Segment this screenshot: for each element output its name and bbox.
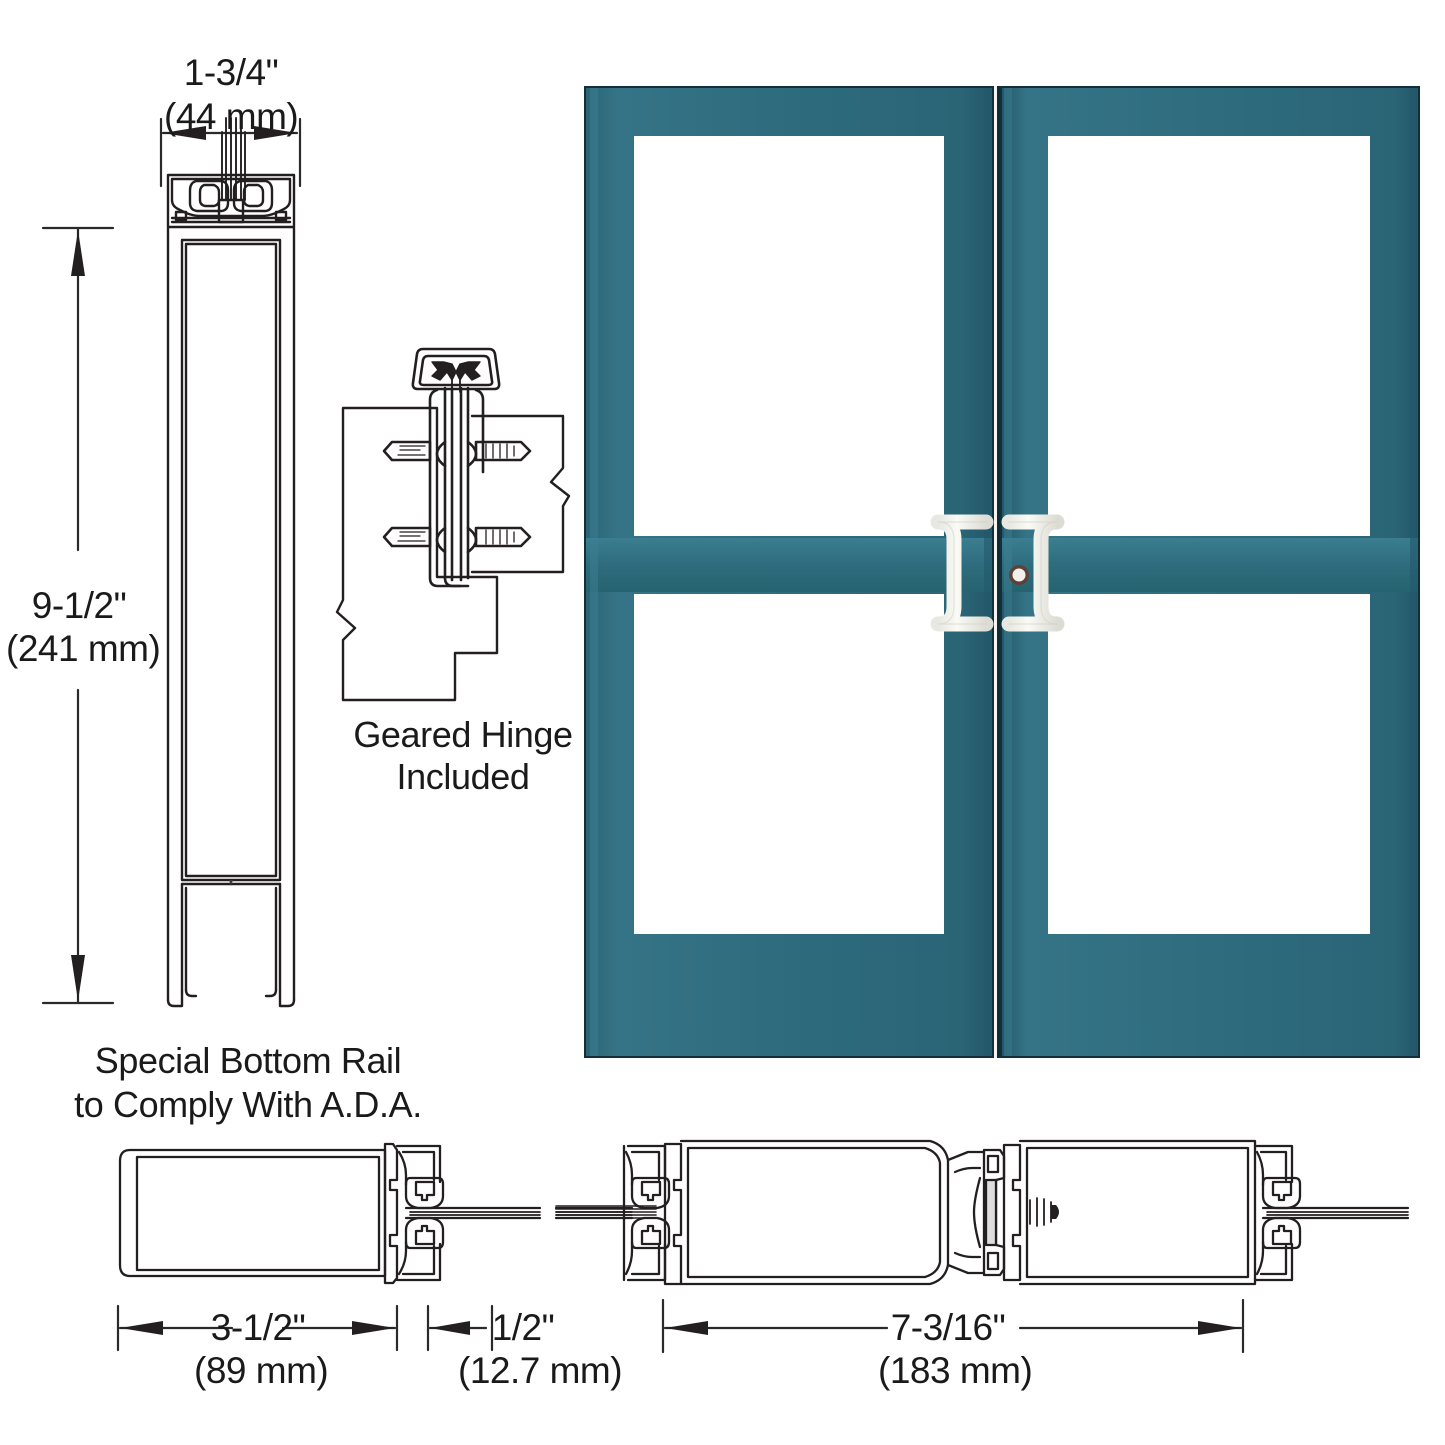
hinge-leaves [428, 386, 485, 588]
glass-pack-left [404, 1206, 542, 1220]
glazing-gasket-upper-right [1261, 1176, 1302, 1210]
ada-note-line1: Special Bottom Rail [94, 1040, 402, 1081]
geared-hinge-drawing [335, 347, 571, 702]
stile-body-profile [166, 226, 296, 1008]
geared-hinge-label-line2: Included [396, 756, 530, 797]
glazing-gasket-lower-right [1261, 1216, 1302, 1250]
width-dimension-arrows [163, 126, 297, 140]
gap-metric: (12.7 mm) [458, 1350, 623, 1391]
lock-screw-detail [1029, 1197, 1059, 1227]
door-leaf-left[interactable] [584, 86, 994, 1058]
meeting-stile-seam [994, 86, 1000, 1058]
height-dimension-arrows [71, 230, 85, 1001]
glass-pack-right [1261, 1206, 1410, 1220]
geared-hinge-label-line1: Geared Hinge [353, 714, 573, 755]
bottom-rail-section-left [118, 1142, 657, 1285]
glazing-fin [221, 117, 246, 201]
glazing-gasket-lower-mid [630, 1216, 671, 1250]
bottom-rail-height-metric: (241 mm) [6, 628, 161, 669]
stile-section-drawing [41, 117, 302, 1008]
pair-stile-section [554, 1139, 1410, 1286]
rail-depth-metric: (89 mm) [194, 1350, 329, 1391]
bottom-rail-height-imperial: 9-1/2" [31, 585, 127, 626]
door-pair-elevation [584, 86, 1420, 1058]
glazing-gasket-upper-mid [630, 1176, 671, 1210]
cylinder-lock[interactable] [1009, 565, 1029, 585]
pull-handle-left[interactable] [930, 514, 994, 632]
bottom-dimension-arrows [120, 1321, 1241, 1335]
glass-pack-mid [554, 1206, 634, 1220]
pair-width-imperial: 7-3/16" [890, 1307, 1006, 1348]
hinge-fastener-upper [382, 440, 532, 462]
stile-width-imperial: 1-3/4" [183, 52, 279, 93]
hinge-gear-head [411, 347, 501, 393]
stile-width-metric: (44 mm) [164, 96, 299, 137]
pull-handle-right[interactable] [1001, 514, 1065, 632]
gap-imperial: 1/2" [491, 1307, 555, 1348]
door-leaf-right[interactable] [1000, 86, 1420, 1058]
rail-depth-imperial: 3-1/2" [210, 1307, 306, 1348]
height-dimension-line [41, 226, 115, 1005]
hinge-fastener-lower [382, 526, 532, 548]
pair-width-metric: (183 mm) [878, 1350, 1033, 1391]
glazing-gasket-upper-left [404, 1176, 445, 1210]
ada-note-line2: to Comply With A.D.A. [74, 1084, 422, 1125]
glazing-gasket-lower-left [404, 1216, 445, 1250]
astragal-interlock [946, 1148, 1006, 1277]
